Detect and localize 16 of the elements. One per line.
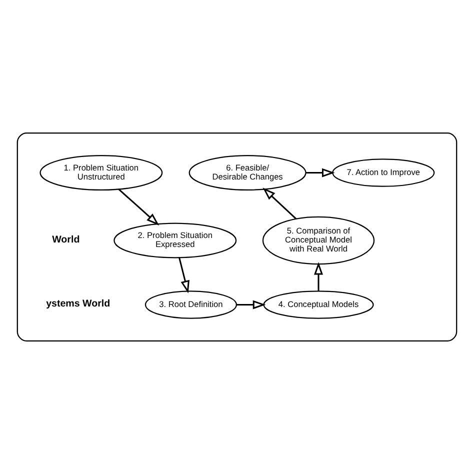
node-ellipse: 3. Root Definition <box>144 290 238 319</box>
node-ellipse: 1. Problem Situation Unstructured <box>40 155 163 191</box>
label: World <box>52 234 80 246</box>
node-ellipse: 5. Comparison of Conceptual Model with Real World <box>262 216 375 265</box>
label: ystems World <box>46 298 110 310</box>
arrow <box>178 258 190 294</box>
arrow <box>314 262 323 291</box>
node-ellipse: 2. Problem Situation Expressed <box>114 222 237 258</box>
node-ellipse: 7. Action to Improve <box>332 158 435 187</box>
node-ellipse: 6. Feasible/ Desirable Changes <box>188 155 306 191</box>
arrow <box>306 168 335 178</box>
arrow <box>262 188 297 220</box>
arrow <box>236 300 266 310</box>
cluster <box>16 132 458 342</box>
arrow <box>118 188 160 226</box>
node-ellipse: 4. Conceptual Models <box>263 290 374 319</box>
